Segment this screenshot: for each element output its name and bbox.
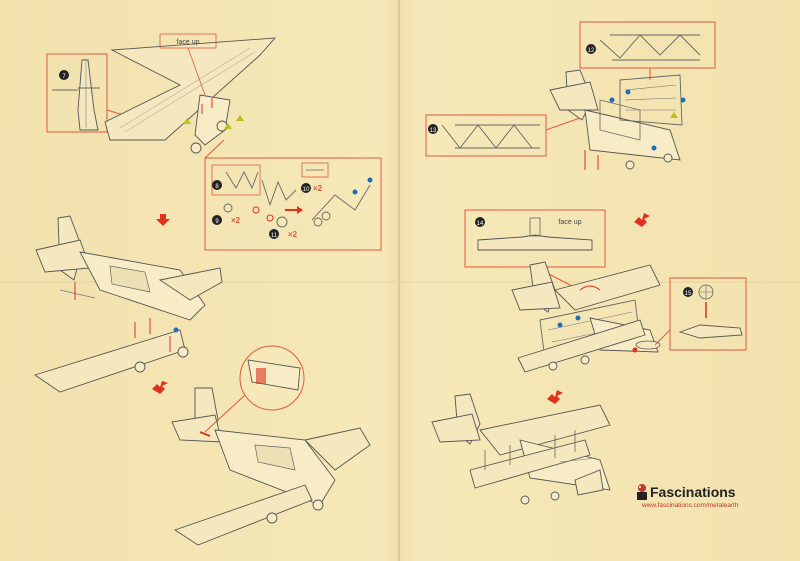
arrow-diagonal-icon <box>547 390 563 404</box>
step-7-panel: 7 <box>46 53 108 133</box>
brand-name: Fascinations <box>650 484 736 500</box>
step-8-number: 8 <box>215 184 219 190</box>
step-13-number: 13 <box>430 128 437 134</box>
step-9-quantity: ×2 <box>231 216 241 225</box>
fuselage-assembly <box>33 215 223 393</box>
step-9-number: 9 <box>215 219 219 225</box>
step-15-panel: 15 <box>669 277 747 351</box>
step-11-number: 11 <box>271 233 278 239</box>
arrow-diagonal-icon <box>152 381 168 394</box>
assembled-monoplane <box>171 387 371 546</box>
step-12-number: 12 <box>588 48 595 54</box>
mascot-logo-icon <box>637 484 647 500</box>
step-7-number: 7 <box>62 74 66 80</box>
step-10-quantity: ×2 <box>313 184 323 193</box>
step-7-wing-assembly: face up <box>104 33 277 154</box>
step-13-panel: 13 <box>425 114 547 157</box>
arrow-diagonal-icon <box>634 213 650 227</box>
step-14-panel: 14 face up <box>464 209 606 268</box>
green-marker <box>236 115 244 121</box>
face-up-label-2: face up <box>559 219 582 226</box>
green-marker <box>224 123 232 129</box>
step-14-number: 14 <box>477 221 484 227</box>
green-marker <box>183 118 191 124</box>
arrow-down-icon <box>156 214 170 226</box>
assembled-biplane <box>431 393 611 505</box>
detail-callout <box>204 345 305 433</box>
steps-8-11-panel: 8 9 ×2 11 ×2 10 ×2 <box>204 139 382 251</box>
face-up-label-1: face up <box>177 39 200 46</box>
step-11-quantity: ×2 <box>288 230 298 239</box>
step-10-number: 10 <box>303 187 310 193</box>
step-15-number: 15 <box>685 291 692 297</box>
step-12-panel: 12 <box>579 21 716 69</box>
brand-url[interactable]: www.fascinations.com/metalearth <box>642 502 739 509</box>
biplane-wing-assembly <box>511 261 661 373</box>
biplane-frame-top <box>549 69 686 170</box>
